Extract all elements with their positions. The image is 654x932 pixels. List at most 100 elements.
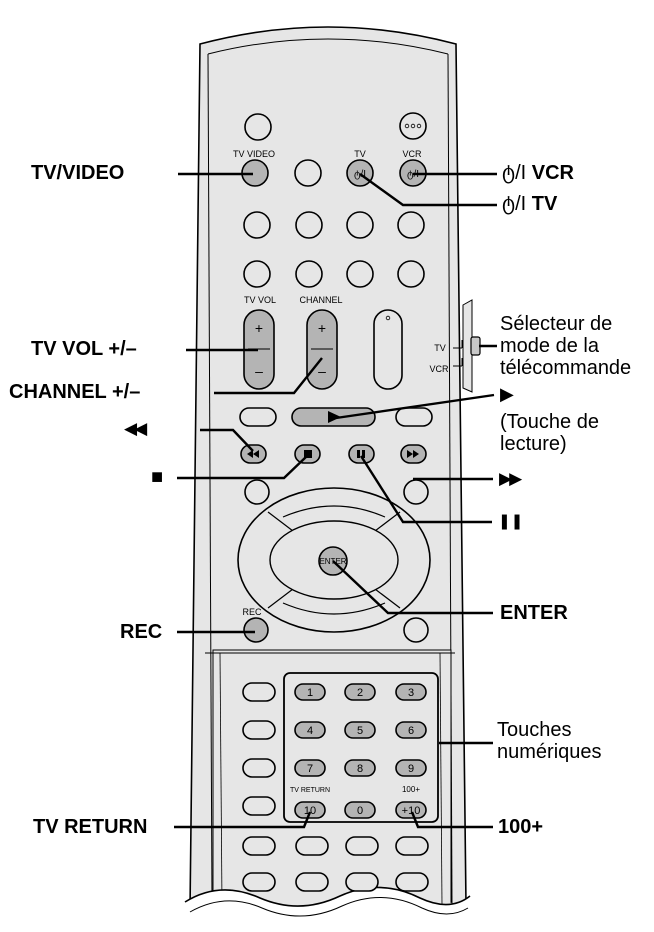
numpad-key[interactable] — [294, 801, 326, 819]
top-left-button[interactable] — [244, 113, 272, 141]
rewind-icon — [247, 450, 259, 458]
numpad-key[interactable] — [395, 759, 427, 777]
top-right-button[interactable] — [399, 112, 427, 140]
callout-play: ▶ — [500, 384, 514, 404]
blank-oval-button[interactable] — [242, 682, 276, 702]
leader-stop — [177, 455, 308, 480]
blank-button[interactable] — [295, 260, 323, 288]
blank-button[interactable] — [243, 211, 271, 239]
callout-number-keys-line-2: numériques — [497, 741, 602, 763]
nav-up[interactable] — [282, 505, 386, 518]
selector-vcr-label: VCR — [429, 364, 449, 374]
numpad-key[interactable] — [294, 683, 326, 701]
tv-vol-minus: – — [255, 363, 263, 379]
blank-button[interactable] — [397, 211, 425, 239]
numpad-key-label: 0 — [357, 805, 363, 817]
callout-power-tv-text: TV — [531, 193, 558, 215]
blank-oval-button[interactable] — [295, 836, 329, 856]
numpad-key-label: 6 — [408, 725, 414, 737]
callout-rec: REC — [120, 621, 163, 643]
pause-icon — [362, 450, 365, 458]
rec-button[interactable] — [243, 617, 269, 643]
leader-lines — [174, 172, 497, 829]
selector-switch-knob[interactable] — [470, 336, 481, 356]
blank-tall-button[interactable] — [373, 309, 403, 390]
pause-button[interactable] — [348, 444, 375, 464]
blank-oval-button[interactable] — [242, 836, 276, 856]
nav-down[interactable] — [282, 602, 386, 615]
blank-button[interactable] — [244, 479, 270, 505]
numpad-key-label: 1 — [307, 687, 313, 699]
numpad-key[interactable] — [294, 759, 326, 777]
callout-ffwd: ▶▶ — [499, 469, 522, 488]
numpad-key[interactable] — [395, 683, 427, 701]
blank-button[interactable] — [403, 617, 429, 643]
blank-button[interactable] — [295, 211, 323, 239]
rec-label: REC — [242, 607, 262, 617]
blank-oval-button[interactable] — [242, 758, 276, 778]
callout-tv-return: TV RETURN — [33, 816, 148, 838]
leader-channel — [214, 357, 323, 395]
blank-oval-button[interactable] — [242, 796, 276, 816]
numpad-key-label: 8 — [357, 763, 363, 775]
nav-divider — [374, 588, 401, 609]
blank-button[interactable] — [346, 211, 374, 239]
selector-tv-label: TV — [434, 343, 446, 353]
leader-rewind — [200, 428, 254, 452]
numpad-key[interactable] — [344, 683, 376, 701]
numpad-frame — [283, 672, 439, 823]
leader-play — [335, 393, 495, 420]
nav-divider — [374, 511, 401, 532]
callout-selector-line-3: télécommande — [500, 357, 632, 379]
callout-play-note-line-1: (Touche de — [500, 411, 599, 433]
numpad-key-label: 4 — [307, 725, 313, 737]
tall-button-dot — [385, 315, 391, 321]
remote-wavy-line — [184, 886, 471, 907]
blank-button[interactable] — [294, 159, 322, 187]
leader-tv-power — [359, 173, 497, 207]
blank-oval-button[interactable] — [242, 720, 276, 740]
blank-button[interactable] — [346, 260, 374, 288]
numpad-key-label: 5 — [357, 725, 363, 737]
tv-return-label: TV RETURN — [290, 787, 330, 794]
blank-button[interactable] — [403, 479, 429, 505]
vcr-label: VCR — [402, 149, 422, 159]
numpad-key[interactable] — [294, 721, 326, 739]
numpad-key-label: +10 — [402, 805, 421, 817]
callout-hundred-plus: 100+ — [498, 816, 544, 838]
blank-oval-button[interactable] — [395, 872, 429, 892]
numpad-key[interactable] — [344, 801, 376, 819]
blank-oval-button[interactable] — [295, 872, 329, 892]
blank-oval-button[interactable] — [395, 407, 433, 427]
callout-tv-vol: TV VOL +/– — [31, 338, 137, 360]
remote-left-edge — [207, 53, 213, 906]
numpad-key[interactable] — [395, 721, 427, 739]
blank-oval-button[interactable] — [239, 407, 277, 427]
remote-wavy-line-2 — [189, 897, 469, 917]
numpad-key[interactable] — [344, 759, 376, 777]
tv-vol-plus: + — [255, 320, 263, 336]
dot-icon — [404, 123, 410, 129]
stop-icon — [304, 450, 312, 458]
blank-oval-button[interactable] — [395, 836, 429, 856]
callout-power-tv: ტ/I TV — [502, 193, 557, 215]
play-icon — [328, 411, 341, 423]
blank-oval-button[interactable] — [242, 872, 276, 892]
numpad-key[interactable] — [344, 721, 376, 739]
power-icon: ტ/I — [502, 193, 527, 215]
lower-panel-left — [219, 652, 223, 906]
blank-oval-button[interactable] — [345, 872, 379, 892]
blank-button[interactable] — [243, 260, 271, 288]
leader-enter — [332, 560, 493, 615]
callout-tv-video: TV/VIDEO — [31, 162, 125, 184]
nav-divider — [267, 588, 294, 609]
blank-oval-button[interactable] — [345, 836, 379, 856]
numpad-key-label: 7 — [307, 763, 313, 775]
nav-divider — [267, 511, 294, 532]
numpad-key[interactable] — [395, 801, 427, 819]
blank-button[interactable] — [397, 260, 425, 288]
callout-rewind: ◀◀ — [124, 419, 147, 438]
callout-pause: ❚❚ — [498, 513, 524, 530]
